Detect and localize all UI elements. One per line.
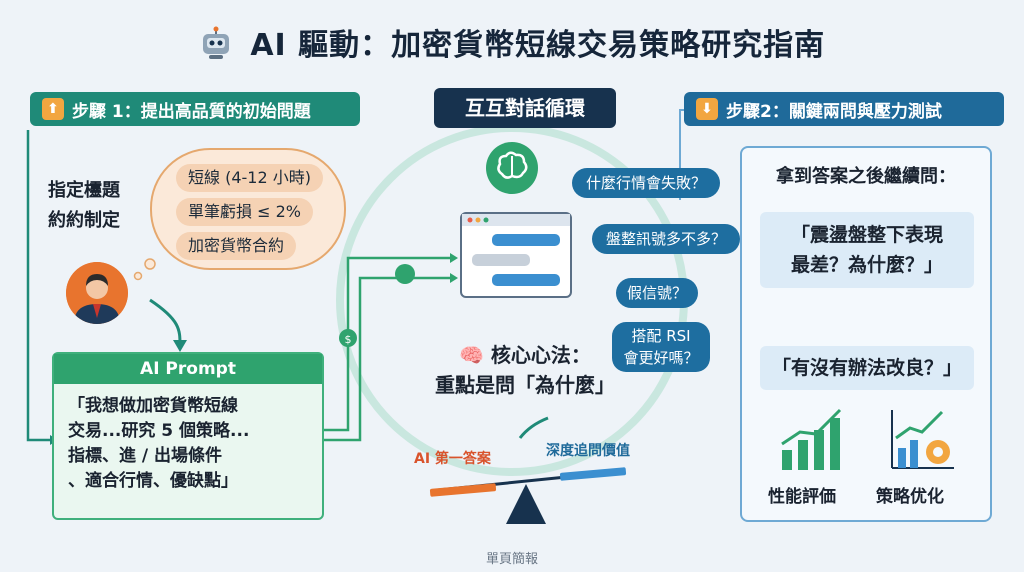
performance-label: 性能評価 [768,487,836,507]
followup-panel: 拿到答案之後繼續問： 「震盪盤整下表現 最差？為什麼？」 「有沒有辦法改良？」 … [740,146,992,522]
step2-header: ⬇ 步驟2：關鍵兩問與壓力測試 [684,92,1004,126]
step1-label: 步驟 1：提出高品質的初始問題 [72,101,311,122]
prompt-text: 「我想做加密貨幣短線 交易...研究 5 個策略... 指標、進 / 出場條件 … [68,396,250,491]
bar-chart-icon [778,404,848,478]
spec-line1: 指定欞題 [48,180,120,201]
brain-icon [484,140,540,200]
question-bubble: 盤整訊號多不多？ [592,224,740,254]
constraint-cloud: 短線 (4-12 小時) 單筆虧損 ≤ 2% 加密貨幣合約 [150,148,346,270]
followup-question-1: 「震盪盤整下表現 最差？為什麼？」 [760,212,974,288]
dialog-loop-header: 互互對話循環 [434,88,616,128]
prompt-header: AI Prompt [54,354,322,384]
core-line2: 重點是問「為什麼」 [435,373,615,397]
core-mindset: 🧠 核心心法： 重點是問「為什麼」 [400,340,650,400]
question-bubble: 什麼行情會失敗？ [572,168,720,198]
download-icon: ⬇ [696,98,718,120]
balance-scale [429,467,627,524]
ai-first-answer-label: AI 第一答案 [414,451,491,467]
footer: 單頁簡報 [485,552,538,567]
spec-line2: 約約制定 [48,210,120,231]
avatar [66,262,128,324]
upload-icon: ⬆ [42,98,64,120]
step1-header: ⬆ 步驟 1：提出高品質的初始問題 [30,92,360,126]
gear-chart-icon [888,404,958,478]
ai-prompt-card: AI Prompt 「我想做加密貨幣短線 交易...研究 5 個策略... 指標… [52,352,324,520]
core-line1: 🧠 核心心法： [459,343,591,367]
constraint-pill: 加密貨幣合約 [176,232,297,260]
constraint-pill: 單筆虧損 ≤ 2% [176,198,313,226]
robot-icon [199,26,233,68]
spec-label: 指定欞題 約約制定 [48,176,120,236]
thought-dots [133,258,156,281]
strategy-label: 策略优化 [876,487,944,507]
question-bubble: 假信號？ [616,278,698,308]
step2-label: 步驟2：關鍵兩問與壓力測試 [726,101,942,122]
followup-question-2: 「有沒有辦法改良？」 [760,346,974,390]
constraint-pill: 短線 (4-12 小時) [176,164,323,192]
title-text: AI 驅動：加密貨幣短線交易策略研究指南 [250,28,826,63]
svg-text:$: $ [345,333,352,346]
panel-title: 拿到答案之後繼續問： [776,166,956,187]
question-bubble: 搭配 RSI 會更好嗎？ [612,322,710,372]
chat-window [460,212,572,298]
deep-followup-label: 深度追問價值 [546,443,630,459]
page-title: AI 驅動：加密貨幣短線交易策略研究指南 [0,20,1024,68]
